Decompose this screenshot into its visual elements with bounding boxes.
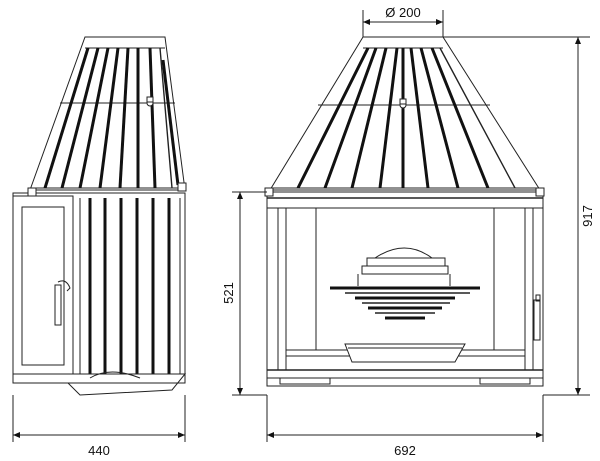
opening-height-dimension: 521 [221,191,267,396]
opening-height-label: 521 [221,282,236,304]
front-width-label: 692 [394,443,416,458]
front-width-dimension: 692 [266,395,544,458]
side-view [12,36,187,396]
flue-diameter-dimension: Ø 200 [362,5,444,37]
side-width-label: 440 [88,443,110,458]
total-height-dimension: 917 [443,36,595,396]
side-body [12,182,187,396]
flue-diameter-label: Ø 200 [385,5,420,20]
burner-element [330,247,480,320]
front-view [264,36,545,387]
front-hood [269,36,541,191]
total-height-label: 917 [580,205,595,227]
side-width-dimension: 440 [12,395,186,458]
side-hood [29,36,186,191]
